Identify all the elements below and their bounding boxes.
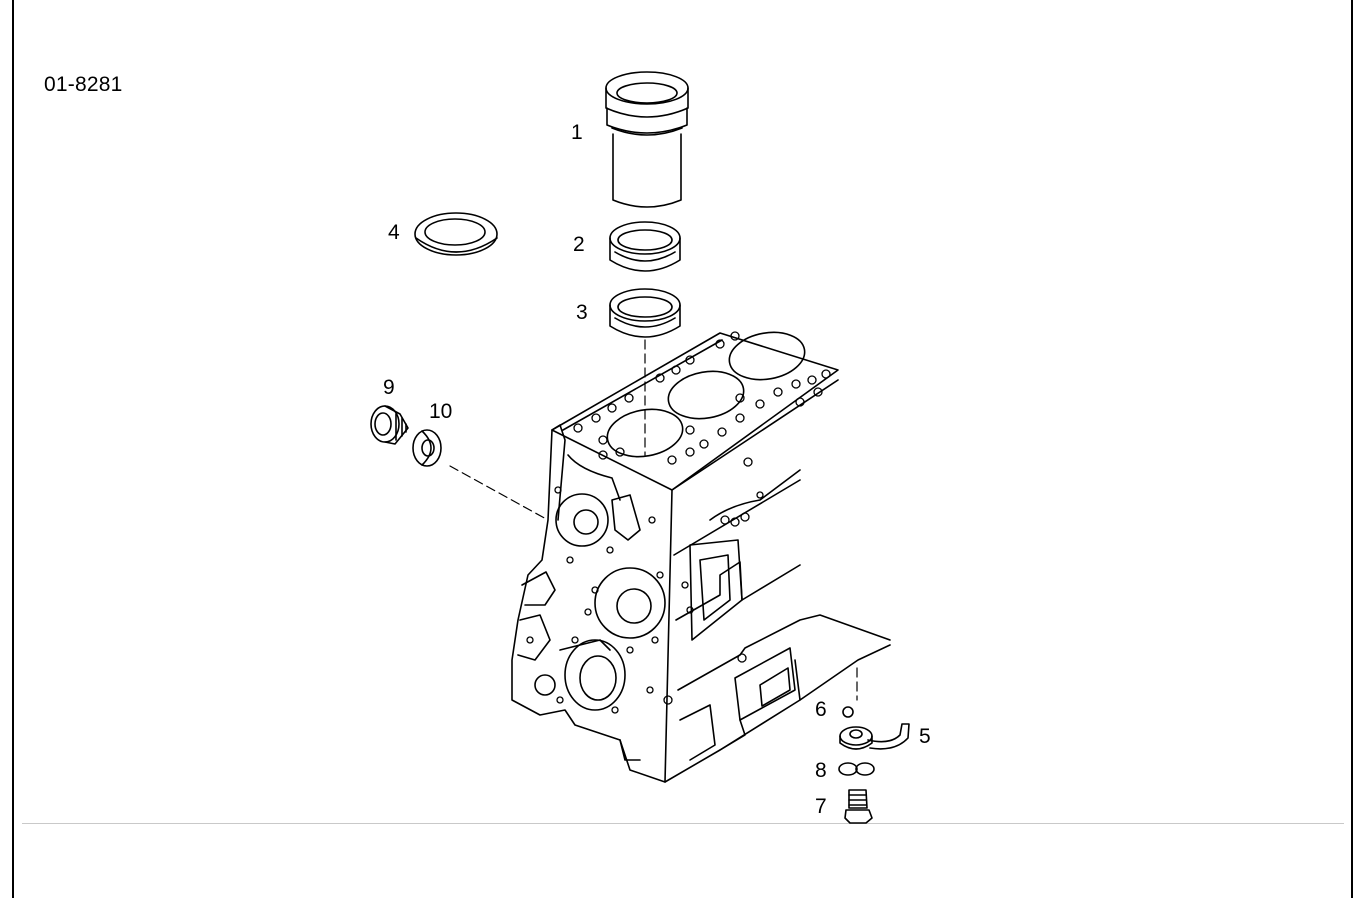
page-divider [22, 823, 1344, 824]
part-o-ring-lower[interactable] [609, 288, 681, 338]
callout-7: 7 [815, 795, 827, 818]
callout-5: 5 [919, 725, 931, 748]
callout-6: 6 [815, 698, 827, 721]
assembly-leader-lines [449, 339, 858, 701]
part-plug[interactable] [370, 405, 409, 445]
callout-1: 1 [571, 121, 583, 144]
drawing-number: 01-8281 [44, 73, 123, 96]
callout-10: 10 [429, 400, 453, 423]
part-washer[interactable] [412, 429, 442, 467]
callout-3: 3 [576, 301, 588, 324]
callout-2: 2 [573, 233, 585, 256]
frame-left-border [12, 0, 14, 898]
callout-9: 9 [383, 376, 395, 399]
part-oil-jet-assembly[interactable] [838, 706, 910, 824]
part-shim-ring[interactable] [414, 212, 498, 256]
part-o-ring-upper[interactable] [609, 221, 681, 272]
frame-right-border [1351, 0, 1353, 898]
callout-4: 4 [388, 221, 400, 244]
part-cylinder-block[interactable] [511, 327, 891, 783]
part-cylinder-liner[interactable] [605, 71, 689, 208]
callout-8: 8 [815, 759, 827, 782]
